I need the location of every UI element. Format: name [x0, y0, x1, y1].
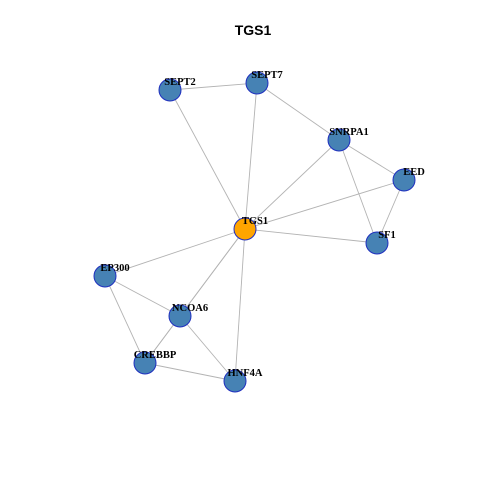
node-ep300: EP300: [93, 263, 130, 288]
node-label-sept2: SEPT2: [164, 77, 196, 88]
edge-snrpa1-eed: [338, 139, 405, 181]
node-circle-eed: [392, 168, 416, 192]
node-circle-hnf4a: [223, 369, 247, 393]
node-snrpa1: SNRPA1: [327, 127, 369, 152]
edge-snrpa1-tgs1: [244, 139, 340, 230]
edge-sf1-tgs1: [244, 228, 378, 244]
node-label-crebbp: CREBBP: [134, 350, 177, 361]
diagram-title: TGS1: [235, 22, 272, 38]
node-sf1: SF1: [365, 230, 396, 255]
node-label-sf1: SF1: [378, 230, 396, 241]
edge-tgs1-ep300: [104, 228, 246, 277]
node-circle-ep300: [93, 264, 117, 288]
edge-ep300-crebbp: [104, 275, 146, 364]
edge-snrpa1-sf1: [338, 139, 378, 244]
node-circle-crebbp: [133, 351, 157, 375]
edge-ncoa6-hnf4a: [179, 315, 236, 382]
edge-eed-tgs1: [244, 179, 405, 230]
edge-sept7-tgs1: [244, 82, 258, 230]
node-sept2: SEPT2: [158, 77, 196, 102]
node-circle-tgs1: [233, 217, 257, 241]
node-label-hnf4a: HNF4A: [228, 368, 263, 379]
node-ncoa6: NCOA6: [168, 303, 208, 328]
edge-tgs1-hnf4a: [234, 228, 246, 382]
edge-sept7-snrpa1: [256, 82, 340, 141]
edge-sept2-tgs1: [169, 89, 246, 230]
node-label-eed: EED: [403, 167, 425, 178]
node-label-snrpa1: SNRPA1: [329, 127, 368, 138]
edge-sept2-sept7: [169, 82, 258, 91]
node-eed: EED: [392, 167, 425, 192]
node-sept7: SEPT7: [245, 70, 283, 95]
node-label-tgs1: TGS1: [242, 216, 268, 227]
node-hnf4a: HNF4A: [223, 368, 263, 393]
node-circle-sept2: [158, 78, 182, 102]
edge-crebbp-hnf4a: [144, 362, 236, 382]
node-circle-sept7: [245, 71, 269, 95]
node-label-sept7: SEPT7: [251, 70, 283, 81]
node-circle-ncoa6: [168, 304, 192, 328]
edge-ep300-ncoa6: [104, 275, 181, 317]
node-circle-sf1: [365, 231, 389, 255]
node-label-ncoa6: NCOA6: [172, 303, 208, 314]
node-label-ep300: EP300: [100, 263, 129, 274]
node-circle-snrpa1: [327, 128, 351, 152]
node-crebbp: CREBBP: [133, 350, 177, 375]
edge-layer: [104, 82, 405, 382]
node-tgs1: TGS1: [233, 216, 268, 241]
